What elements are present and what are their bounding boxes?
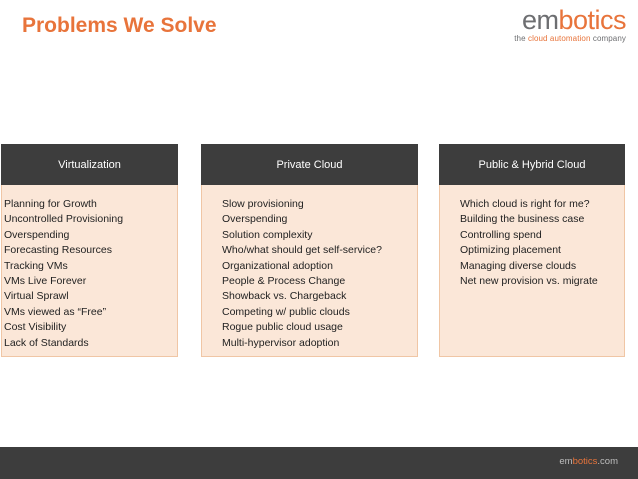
list-item: Solution complexity [222, 228, 313, 241]
list-item: Optimizing placement [460, 244, 561, 257]
embotics-logo: embotics the cloud automation company [514, 6, 626, 43]
list-item: Net new provision vs. migrate [460, 275, 598, 288]
list-item: VMs viewed as “Free” [4, 305, 107, 318]
footer-bar: embotics.com [0, 447, 638, 479]
logo-tagline-prefix: the [514, 34, 528, 43]
list-item: People & Process Change [222, 275, 346, 288]
list-item: Who/what should get self-service? [222, 244, 382, 257]
column-heading: Private Cloud [201, 144, 418, 185]
list-item: Overspending [222, 213, 288, 226]
list-item: Forecasting Resources [4, 244, 112, 257]
website-link-part2: botics [572, 456, 598, 467]
slide-title: Problems We Solve [22, 14, 217, 37]
list-item: Rogue public cloud usage [222, 321, 343, 334]
column-heading: Public & Hybrid Cloud [439, 144, 625, 185]
list-item: Showback vs. Chargeback [222, 290, 347, 303]
website-link-part1: em [559, 456, 573, 467]
list-item: Building the business case [460, 213, 585, 226]
logo-wordmark: embotics [514, 5, 627, 35]
list-item: Overspending [4, 228, 70, 241]
column-public-hybrid-cloud: Public & Hybrid Cloud Which cloud is rig… [439, 144, 625, 357]
list-item: Organizational adoption [222, 259, 333, 272]
logo-tagline-accent: cloud automation [527, 34, 591, 43]
logo-word-part2: botics [558, 5, 626, 35]
column-body: Planning for Growth Uncontrolled Provisi… [1, 185, 178, 357]
list-item: VMs Live Forever [4, 275, 87, 288]
list-item: Lack of Standards [4, 336, 89, 349]
logo-word-part1: em [521, 5, 559, 35]
website-link[interactable]: embotics.com [559, 456, 618, 467]
list-item: Cost Visibility [4, 321, 67, 334]
problem-list: Slow provisioning Overspending Solution … [222, 197, 417, 351]
column-private-cloud: Private Cloud Slow provisioning Overspen… [201, 144, 418, 357]
list-item: Virtual Sprawl [4, 290, 69, 303]
website-link-part3: .com [597, 456, 618, 467]
logo-tagline-suffix: company [590, 34, 626, 43]
logo-tagline: the cloud automation company [514, 34, 626, 43]
list-item: Controlling spend [460, 228, 542, 241]
problem-list: Which cloud is right for me? Building th… [460, 197, 624, 289]
list-item: Managing diverse clouds [460, 259, 577, 272]
column-body: Slow provisioning Overspending Solution … [201, 185, 418, 357]
column-virtualization: Virtualization Planning for Growth Uncon… [1, 144, 178, 357]
list-item: Competing w/ public clouds [222, 305, 350, 318]
column-heading: Virtualization [1, 144, 178, 185]
list-item: Multi-hypervisor adoption [222, 336, 340, 349]
list-item: Uncontrolled Provisioning [4, 213, 124, 226]
problem-list: Planning for Growth Uncontrolled Provisi… [4, 197, 177, 351]
list-item: Which cloud is right for me? [460, 198, 590, 210]
list-item: Slow provisioning [222, 198, 304, 210]
column-body: Which cloud is right for me? Building th… [439, 185, 625, 357]
list-item: Planning for Growth [4, 198, 97, 210]
list-item: Tracking VMs [4, 259, 68, 272]
